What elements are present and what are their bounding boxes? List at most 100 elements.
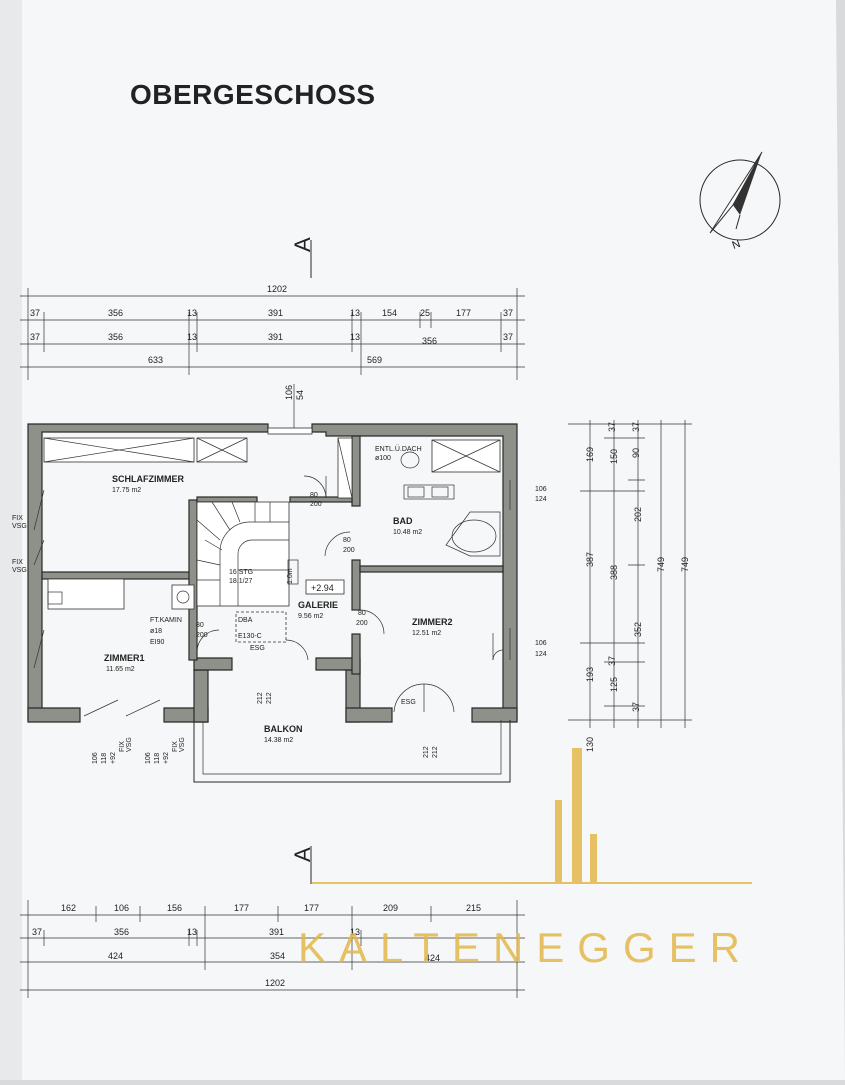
room-zimmer1-area: 11.65 m2 — [106, 666, 135, 673]
room-zimmer1-name: ZIMMER1 — [104, 653, 145, 663]
door-80-schlaf: 80 — [310, 492, 318, 499]
dim-top-r2-1: 356 — [108, 332, 123, 342]
dim-right-c-1: 90 — [631, 448, 641, 458]
dim-top-total: 1202 — [267, 284, 287, 294]
balkon-door-212a: 212 — [257, 692, 264, 704]
room-galerie-area: 9.56 m2 — [298, 613, 323, 620]
dim-window-top-1: 54 — [295, 390, 305, 400]
dim-top-r3-1: 569 — [367, 355, 382, 365]
room-schlafzimmer-name: SCHLAFZIMMER — [112, 474, 184, 484]
stairs-label-2: 18.1/27 — [229, 578, 252, 585]
dim-top-r2-6: 37 — [503, 332, 513, 342]
window-height-label: 1.0m — [287, 568, 294, 584]
dim-bottom-r1-2: 156 — [167, 903, 182, 913]
dim-top-r2-0: 37 — [30, 332, 40, 342]
fix-label-1: FIX — [12, 515, 23, 522]
balkon-door-212b: 212 — [266, 692, 273, 704]
dim-bottom-r3-0: 424 — [108, 951, 123, 961]
dim-top-r1-2: 13 — [187, 308, 197, 318]
dim-right-b-2: 125 — [609, 677, 619, 692]
annotations: ENTL.Ü.DACH ø100 16 STG 18.1/27 1.0m +2.… — [12, 445, 547, 764]
fix-label-3: FIX — [119, 741, 126, 752]
door-200-bad: 200 — [343, 547, 355, 554]
vsg-label-3: VSG — [126, 737, 133, 752]
bottom-dimension-chains: 162 106 156 177 177 209 215 37 356 13 39… — [20, 900, 525, 998]
dim-right-c-top: 37 — [607, 422, 617, 432]
stairs-label-1: 16 STG — [229, 569, 253, 576]
level-label: +2.94 — [311, 583, 334, 593]
dim-bottom-r1-6: 215 — [466, 903, 481, 913]
entl-label-2: ø100 — [375, 455, 391, 462]
door-200-schlaf: 200 — [310, 501, 322, 508]
door-200-zimmer1: 200 — [196, 632, 208, 639]
z2-door-212a: 212 — [423, 746, 430, 758]
entl-label-1: ENTL.Ü.DACH — [375, 445, 422, 453]
dim-top-r1-3: 391 — [268, 308, 283, 318]
vsg-label-2: VSG — [12, 567, 27, 574]
dim-top-r1-4: 13 — [350, 308, 360, 318]
room-schlafzimmer-area: 17.75 m2 — [112, 487, 141, 494]
dim-right-b-1: 388 — [609, 565, 619, 580]
dim-top-r3-0: 633 — [148, 355, 163, 365]
right-dimension-chains: 169 387 193 150 388 125 37 37 37 90 202 … — [568, 420, 692, 752]
dim-right-e: 749 — [680, 557, 690, 572]
door-80-bad: 80 — [343, 537, 351, 544]
door-80-zimmer1: 80 — [196, 622, 204, 629]
section-marker-bottom: A — [290, 846, 315, 884]
dim-bottom-r1-0: 162 — [61, 903, 76, 913]
dim-bottom-r3-1: 354 — [270, 951, 285, 961]
dim-bottom-r2-2: 13 — [187, 927, 197, 937]
dim-bottom-r1-5: 209 — [383, 903, 398, 913]
dim-top-r1-6: 25 — [420, 308, 430, 318]
fix-label-2: FIX — [12, 559, 23, 566]
dim-right-f: 130 — [585, 737, 595, 752]
dim-right-a-1: 387 — [585, 552, 595, 567]
page-title: OBERGESCHOSS — [130, 79, 376, 110]
dim-top-r2-5: 356 — [422, 336, 437, 346]
win-z2-106: 106 — [535, 640, 547, 647]
dim-bottom-r2-0: 37 — [32, 927, 42, 937]
dim-right-a-0: 169 — [585, 447, 595, 462]
dim-top-r1-1: 356 — [108, 308, 123, 318]
e-code-label: E130-C — [238, 633, 262, 640]
fix-label-4: FIX — [172, 741, 179, 752]
win-z1b-92: +92 — [163, 752, 170, 764]
logo-text: KALTENEGGER — [298, 924, 753, 971]
dim-bottom-r1-1: 106 — [114, 903, 129, 913]
win-z2-124: 124 — [535, 651, 547, 658]
room-balkon-area: 14.38 m2 — [264, 737, 293, 744]
room-labels: SCHLAFZIMMER 17.75 m2 BAD 10.48 m2 GALER… — [104, 474, 453, 744]
north-label: N — [731, 238, 743, 252]
dim-bottom-r2-3: 391 — [269, 927, 284, 937]
dim-bottom-r2-1: 356 — [114, 927, 129, 937]
top-dimension-chains: 1202 37 356 13 391 13 154 25 177 37 37 3… — [20, 284, 525, 428]
dim-bottom-r1-4: 177 — [304, 903, 319, 913]
section-marker-top: A — [290, 237, 315, 278]
page-edge-shadow — [0, 0, 22, 1080]
win-z1-92: +92 — [110, 752, 117, 764]
dim-right-c-0: 37 — [631, 422, 641, 432]
esg-label-zimmer2: ESG — [401, 699, 416, 706]
vsg-label-1: VSG — [12, 523, 27, 530]
dba-label: DBA — [238, 617, 253, 624]
win-bad-106: 106 — [535, 486, 547, 493]
dim-top-r1-0: 37 — [30, 308, 40, 318]
dim-bottom-total: 1202 — [265, 978, 285, 988]
win-z1b-106: 106 — [145, 752, 152, 764]
dim-top-r2-4: 13 — [350, 332, 360, 342]
dim-right-b-0: 150 — [609, 449, 619, 464]
dim-top-r1-7: 177 — [456, 308, 471, 318]
room-bad-name: BAD — [393, 516, 413, 526]
win-z1b-118: 118 — [154, 753, 161, 764]
dim-window-top-0: 106 — [284, 385, 294, 400]
north-arrow-icon: N — [699, 151, 781, 252]
dim-bottom-r2-4: 13 — [350, 927, 360, 937]
room-zimmer2-name: ZIMMER2 — [412, 617, 453, 627]
dim-right-a-2: 193 — [585, 667, 595, 682]
dim-top-r2-2: 13 — [187, 332, 197, 342]
win-z1-106: 106 — [92, 752, 99, 764]
z2-door-212b: 212 — [432, 746, 439, 758]
building-outline — [27, 423, 518, 783]
